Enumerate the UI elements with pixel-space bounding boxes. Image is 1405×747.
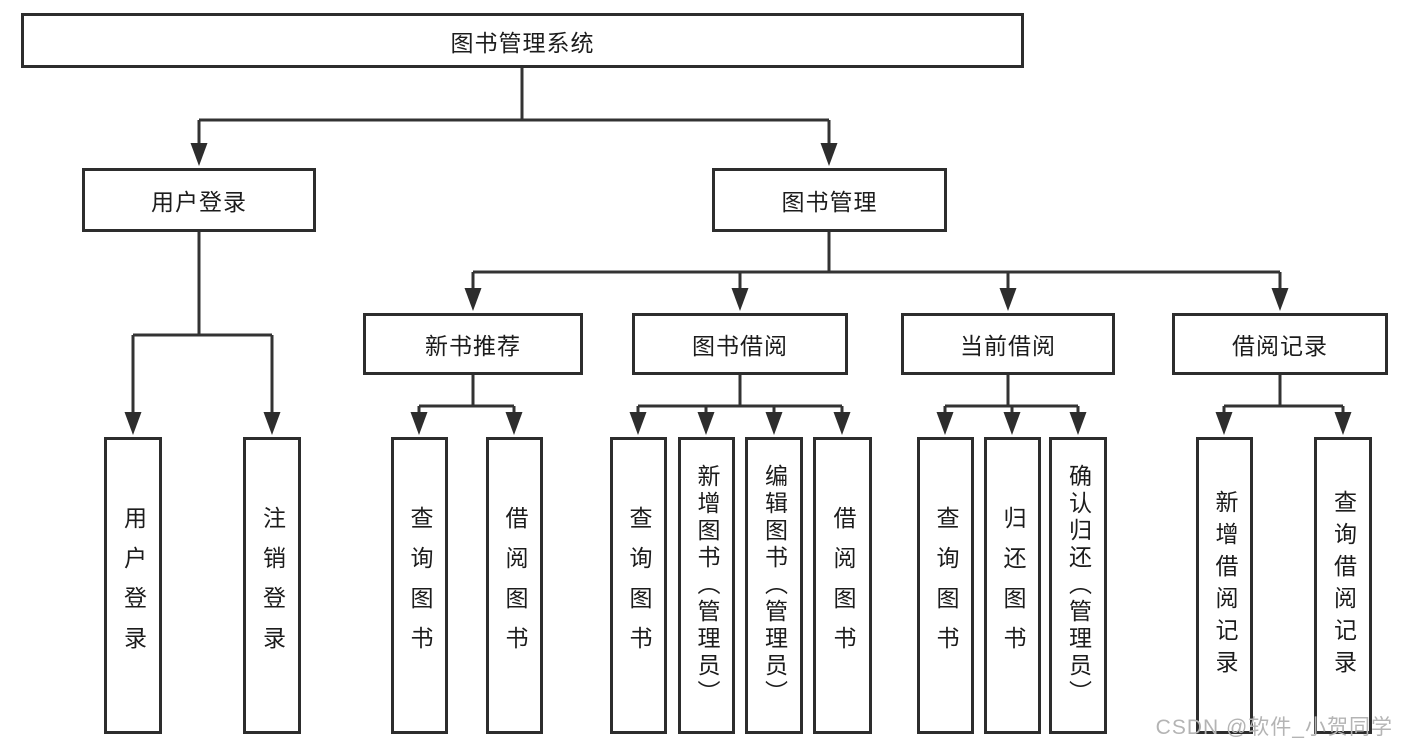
leaf-borrow-books-1: 借阅图书 xyxy=(486,437,543,734)
node-label: 查询图书 xyxy=(407,505,433,666)
leaf-query-books-1: 查询图书 xyxy=(391,437,448,734)
leaf-edit-book-admin: 编辑图书（管理员） xyxy=(745,437,803,734)
node-label: 借阅图书 xyxy=(502,505,528,666)
node-label: 图书借阅 xyxy=(692,333,788,359)
arrowhead-icons xyxy=(124,143,1352,435)
node-label: 图书管理系统 xyxy=(450,29,595,56)
node-label: 用户登录 xyxy=(120,505,147,666)
leaf-add-book-admin: 新增图书（管理员） xyxy=(678,437,735,734)
node-label: 编辑图书（管理员） xyxy=(761,464,788,707)
node-label: 当前借阅 xyxy=(960,333,1056,359)
leaf-query-books-3: 查询图书 xyxy=(917,437,974,734)
leaf-query-borrow-record: 查询借阅记录 xyxy=(1314,437,1372,734)
node-book-borrowing: 图书借阅 xyxy=(632,313,848,375)
node-label: 新书推荐 xyxy=(425,333,521,359)
node-user-login: 用户登录 xyxy=(82,168,316,232)
node-label: 新增图书（管理员） xyxy=(694,464,720,707)
node-library-management-system: 图书管理系统 xyxy=(21,13,1024,68)
leaf-user-login: 用户登录 xyxy=(104,437,162,734)
leaf-logout: 注销登录 xyxy=(243,437,301,734)
watermark: CSDN @软件_小贺同学 xyxy=(1155,716,1393,739)
node-book-management: 图书管理 xyxy=(712,168,947,232)
node-label: 用户登录 xyxy=(151,189,247,215)
leaf-borrow-books-2: 借阅图书 xyxy=(813,437,872,734)
node-label: 借阅图书 xyxy=(830,505,856,666)
node-label: 归还图书 xyxy=(1000,505,1026,666)
node-label: 确认归还（管理员） xyxy=(1065,464,1092,707)
node-label: 查询图书 xyxy=(626,505,652,666)
node-label: 借阅记录 xyxy=(1232,333,1328,359)
leaf-confirm-return-admin: 确认归还（管理员） xyxy=(1049,437,1107,734)
leaf-return-books: 归还图书 xyxy=(984,437,1041,734)
node-current-borrowing: 当前借阅 xyxy=(901,313,1115,375)
node-label: 图书管理 xyxy=(781,189,878,215)
node-label: 新增借阅记录 xyxy=(1212,489,1238,682)
node-label: 查询图书 xyxy=(933,505,959,666)
node-borrowing-records: 借阅记录 xyxy=(1172,313,1388,375)
node-label: 注销登录 xyxy=(259,505,286,666)
leaf-query-books-2: 查询图书 xyxy=(610,437,667,734)
node-label: 查询借阅记录 xyxy=(1330,489,1357,682)
leaf-add-borrow-record: 新增借阅记录 xyxy=(1196,437,1253,734)
node-new-book-recommendation: 新书推荐 xyxy=(363,313,583,375)
